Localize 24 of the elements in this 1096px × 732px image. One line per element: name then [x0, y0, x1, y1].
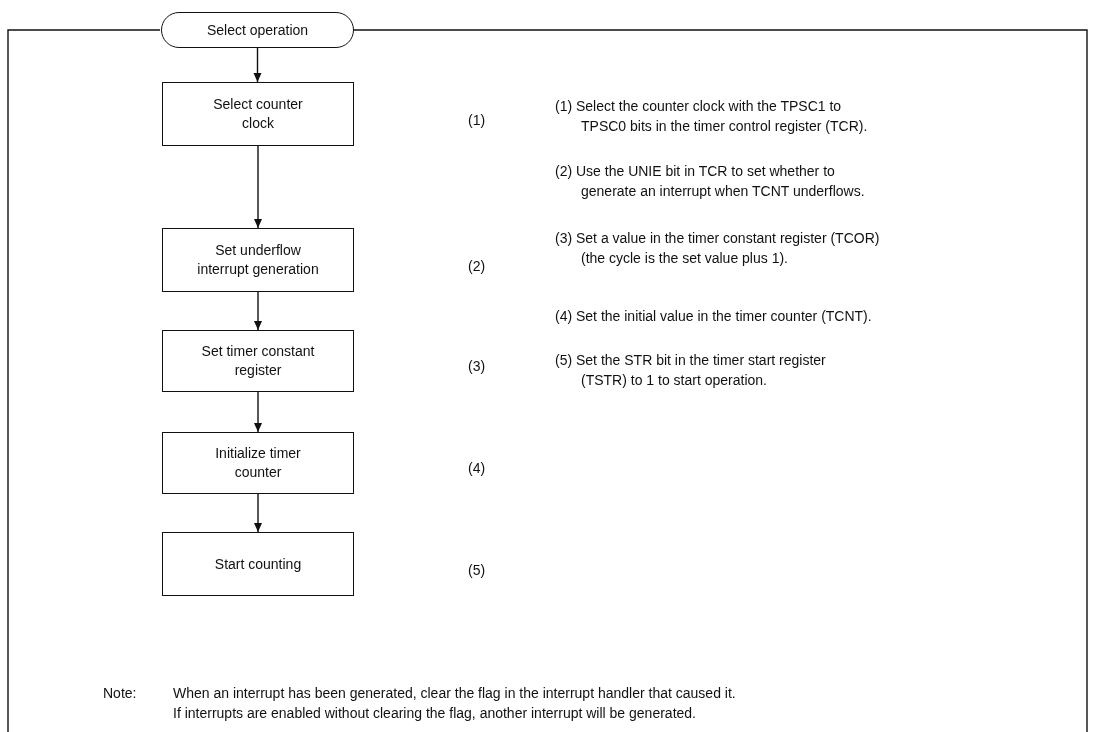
arrow	[254, 391, 262, 433]
note-text: When an interrupt has been generated, clear the flag in the interrupt handler that caused it.	[173, 684, 737, 703]
process-box: Initialize timer counter	[162, 432, 354, 494]
step-number: (5)	[468, 561, 486, 580]
step-number: (1)	[468, 111, 486, 130]
process-box: Set timer constant register	[162, 330, 354, 392]
arrow	[254, 291, 262, 331]
arrow	[254, 493, 262, 533]
step-description: (5) Set the STR bit in the timer start register (TSTR) to 1 to start operation.	[555, 351, 827, 391]
terminal-box: Select operation	[161, 12, 354, 48]
arrow	[253, 47, 262, 83]
process-box: Set underflow interrupt generation	[162, 228, 354, 292]
step-number: (4)	[468, 459, 486, 478]
step-number: (2)	[468, 257, 486, 276]
process-box: Start counting	[162, 532, 354, 596]
step-description: (3) Set a value in the timer constant register (TCOR) (the cycle is the set value plus 1).	[555, 229, 881, 269]
note-text: If interrupts are enabled without clearing the flag, another interrupt will be generated.	[173, 704, 697, 723]
step-description: (2) Use the UNIE bit in TCR to set whether to generate an interrupt when TCNT underflows.	[555, 162, 866, 202]
process-box: Select counter clock	[162, 82, 354, 146]
note-label: Note:	[103, 684, 138, 703]
step-description: (1) Select the counter clock with the TPSC1 to TPSC0 bits in the timer control register (TCR).	[555, 97, 869, 137]
step-description: (4) Set the initial value in the timer counter (TCNT).	[555, 307, 873, 326]
arrow	[254, 145, 262, 229]
step-number: (3)	[468, 357, 486, 376]
